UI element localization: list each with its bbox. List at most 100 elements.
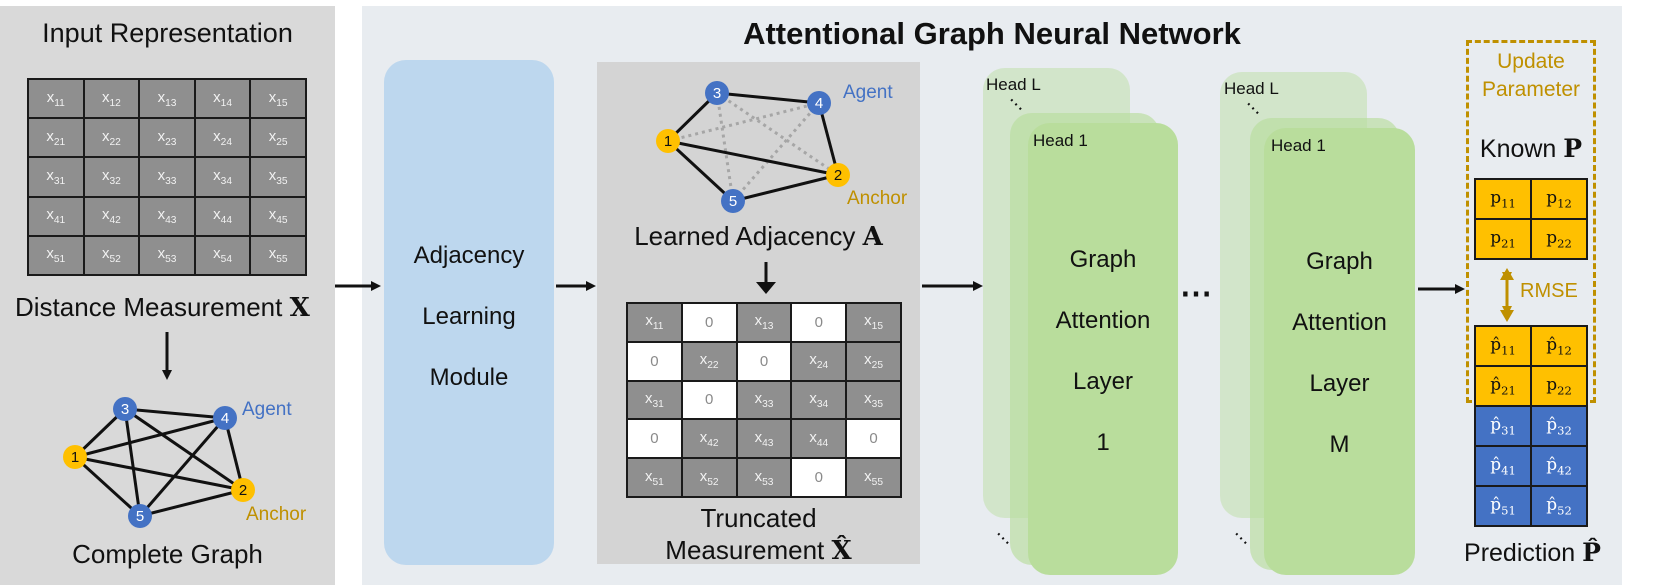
learned-adjacency-symbol: A (862, 222, 883, 252)
complete-graph-label: Complete Graph (72, 539, 263, 569)
matrix-cell: x24 (193, 117, 252, 159)
truncated-label-text: Measurement (665, 535, 825, 565)
rmse-label: RMSE (1520, 280, 1578, 302)
distance-measurement-text: Distance Measurement (15, 292, 283, 322)
matrix-cell: x34 (193, 156, 252, 198)
gat-head-1-card-m (1264, 128, 1415, 575)
agent-label-learned: Agent (843, 82, 893, 103)
truncated-cell: 0 (626, 418, 683, 460)
gatm-line: Attention (1292, 309, 1387, 336)
learned-node-5 (721, 189, 745, 213)
truncated-cell: 0 (790, 457, 848, 498)
matrix-cell: x35 (249, 156, 307, 198)
graph-node-3 (113, 397, 137, 421)
matrix-cell: x45 (249, 195, 307, 237)
prediction-label: Prediction P̂ (1455, 538, 1610, 568)
matrix-cell: x12 (82, 77, 141, 120)
graph-node-1 (63, 445, 87, 469)
prediction-cell: p̂51 (1474, 485, 1532, 527)
matrix-cell: x14 (193, 77, 252, 120)
matrix-cell: x43 (138, 195, 196, 237)
truncated-cell: x13 (735, 302, 793, 343)
truncated-cell: x44 (790, 418, 848, 460)
matrix-cell: x15 (249, 77, 307, 120)
matrix-cell: x33 (138, 156, 196, 198)
adjacency-learning-module (384, 60, 554, 565)
distance-measurement-label: Distance Measurement X (15, 292, 310, 323)
matrix-cell: x23 (138, 117, 196, 159)
learned-adjacency-graph: 1 3 4 2 5 (656, 81, 850, 213)
matrix-cell: x54 (193, 234, 252, 277)
adjacency-module-line: Module (429, 364, 509, 391)
known-p-cell: p21 (1474, 218, 1532, 260)
update-parameter-line: Parameter (1481, 78, 1581, 101)
prediction-cell: p̂32 (1530, 405, 1588, 447)
prediction-cell: p22 (1530, 365, 1588, 407)
agent-label-left: Agent (242, 399, 292, 420)
matrix-cell: x25 (249, 117, 307, 159)
distance-measurement-symbol: X (289, 293, 310, 323)
gatm-line: Layer (1309, 370, 1370, 397)
truncated-cell: x25 (845, 340, 902, 382)
truncated-cell: 0 (680, 302, 738, 343)
truncated-cell: x34 (790, 379, 848, 421)
gatm-line: M (1329, 431, 1350, 458)
truncated-cell: 0 (845, 418, 902, 460)
prediction-cell: p̂41 (1474, 445, 1532, 487)
prediction-cell: p̂12 (1530, 325, 1588, 367)
learned-adjacency-label: Learned Adjacency A (597, 221, 920, 252)
gat1-text: Graph Attention Layer 1 (1028, 229, 1178, 473)
truncated-cell: x11 (626, 302, 683, 343)
learned-node-3 (705, 81, 729, 105)
gat1-line: 1 (1096, 429, 1110, 456)
truncated-cell: x42 (680, 418, 738, 460)
matrix-cell: x32 (82, 156, 141, 198)
arrow-down-truncation-icon (756, 262, 776, 294)
prediction-cell: p̂11 (1474, 325, 1532, 367)
learned-node-1 (656, 129, 680, 153)
matrix-cell: x53 (138, 234, 196, 277)
truncated-cell: x52 (680, 457, 738, 498)
matrix-cell: x51 (27, 234, 85, 277)
truncated-cell: x35 (845, 379, 902, 421)
prediction-text: Prediction (1464, 539, 1576, 567)
matrix-cell: x13 (138, 77, 196, 120)
adjacency-module-line: Learning (422, 303, 516, 330)
svg-text:2: 2 (239, 482, 247, 499)
known-p-cell: p12 (1530, 178, 1588, 220)
matrix-cell: x42 (82, 195, 141, 237)
truncated-cell: x15 (845, 302, 902, 343)
svg-text:1: 1 (71, 449, 79, 466)
known-p-cell: p11 (1474, 178, 1532, 220)
graph-node-5 (128, 504, 152, 528)
graph-node-2 (231, 478, 255, 502)
matrix-cell: x52 (82, 234, 141, 277)
truncated-label-line2: Measurement X̂ (597, 534, 920, 567)
layers-ellipsis: ⋯ (1180, 275, 1212, 311)
truncated-label-symbol: X̂ (831, 536, 852, 566)
update-parameter-line: Update (1497, 50, 1565, 73)
matrix-cell: x44 (193, 195, 252, 237)
input-representation-title: Input Representation (42, 18, 293, 48)
truncated-measurement-label: Truncated Measurement X̂ (597, 502, 920, 567)
known-p-cell: p22 (1530, 218, 1588, 260)
matrix-cell: x41 (27, 195, 85, 237)
graph-node-4 (213, 406, 237, 430)
known-p-label: Known P (1466, 134, 1596, 164)
complete-graph-nodes: 1 3 4 2 5 (63, 397, 255, 528)
gat1-line: Attention (1055, 307, 1151, 334)
truncated-cell: x31 (626, 379, 683, 421)
svg-text:4: 4 (815, 95, 823, 112)
gat-head-1-card-1 (1028, 123, 1178, 575)
